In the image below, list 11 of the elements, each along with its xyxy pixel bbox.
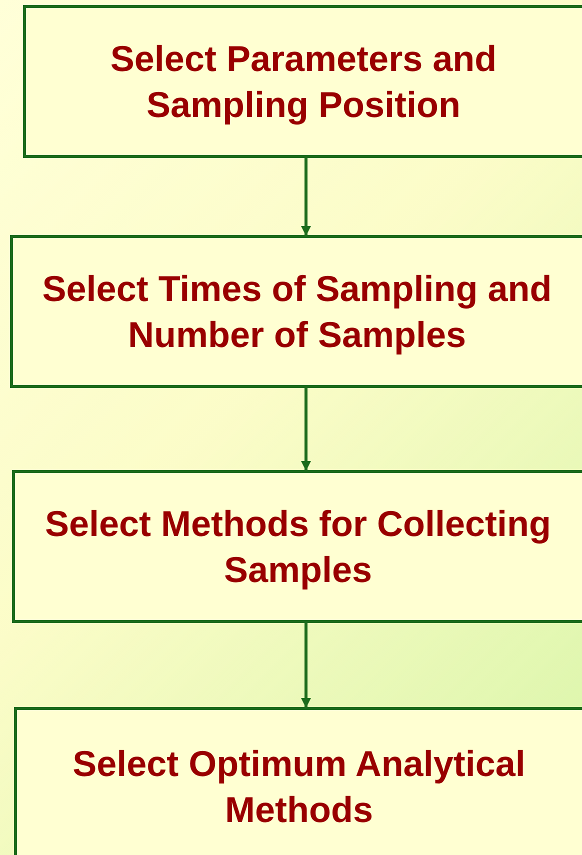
- arrow: [301, 158, 311, 236]
- process-box: [23, 5, 582, 158]
- step-label: Select Parameters and Sampling Position: [109, 36, 498, 127]
- process-box: [12, 470, 582, 623]
- process-box: [10, 235, 582, 388]
- arrow: [301, 623, 311, 708]
- process-box: [14, 707, 582, 855]
- step-label: Select Methods for Collecting Samples: [44, 502, 552, 592]
- step-label: Select Optimum Analytical Methods: [72, 742, 526, 832]
- arrow: [301, 388, 311, 471]
- step-label: Select Times of Sampling and Number of Samples: [41, 266, 553, 356]
